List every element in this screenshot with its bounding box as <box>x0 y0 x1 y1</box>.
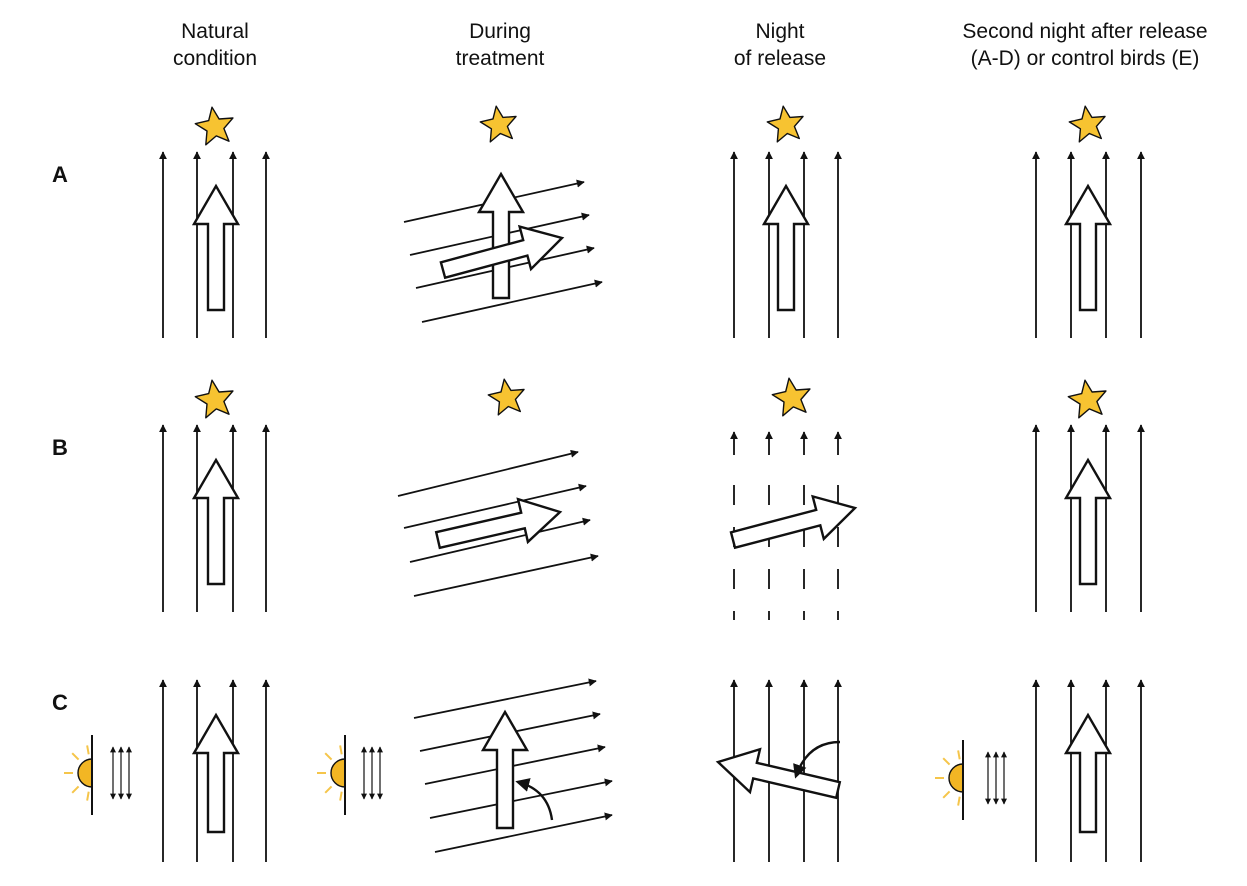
sun-icon-ray <box>86 745 90 755</box>
sun-icon-ray <box>957 750 961 760</box>
magnetic-field-line <box>424 744 606 785</box>
magnetic-field-line <box>397 449 579 497</box>
column-header-line2: condition <box>172 47 258 70</box>
magnetic-field-line <box>403 483 587 529</box>
orientation-arrow <box>191 457 241 586</box>
sun-icon <box>330 758 346 788</box>
magnetic-field-line <box>413 678 597 719</box>
star-icon <box>1068 105 1106 143</box>
orientation-arrow <box>1063 183 1113 312</box>
sun-icon-ray <box>71 752 80 761</box>
column-header-second-night: Second night after release (A-D) or cont… <box>935 18 1235 72</box>
sun-icon-ray <box>71 785 80 794</box>
orientation-arrow <box>761 183 811 312</box>
column-header-line2: (A-D) or control birds (E) <box>970 47 1200 70</box>
magnetic-field-line <box>413 553 599 597</box>
orientation-arrow <box>480 709 530 830</box>
sun-icon-ray <box>339 791 343 801</box>
star-icon <box>479 105 517 143</box>
row-label-c: C <box>52 690 68 715</box>
column-header-natural-condition: Natural condition <box>120 18 310 72</box>
column-header-line1: During <box>469 20 531 43</box>
star-icon <box>487 378 525 416</box>
orientation-arrow <box>191 712 241 834</box>
rotation-arrow <box>515 778 554 821</box>
shifted-orientation-arrow <box>439 224 565 280</box>
star-icon <box>771 377 811 417</box>
sun-icon-ray <box>942 790 951 799</box>
reversed-orientation-arrow <box>715 747 842 800</box>
sun-icon-ray <box>942 757 951 766</box>
orientation-arrow <box>191 183 241 312</box>
column-header-line2: treatment <box>455 47 545 70</box>
orientation-arrow <box>1063 712 1113 834</box>
column-header-line1: Second night after release <box>962 20 1208 43</box>
magnetic-field-line <box>421 279 603 323</box>
sun-icon-ray <box>339 745 343 755</box>
orientation-arrow <box>1063 457 1113 586</box>
column-header-line2: of release <box>733 47 827 70</box>
magnetic-field-line <box>429 778 613 819</box>
orientation-arrow <box>729 494 858 550</box>
star-icon <box>1067 379 1107 419</box>
sun-icon-ray <box>324 752 333 761</box>
star-icon <box>194 379 234 419</box>
magnetic-field-line <box>434 812 613 853</box>
orientation-arrow <box>476 171 526 300</box>
row-label-a: A <box>52 162 68 187</box>
row-label-b: B <box>52 435 68 460</box>
column-header-during-treatment: During treatment <box>400 18 600 72</box>
star-icon <box>766 105 804 143</box>
sun-icon-ray <box>86 791 90 801</box>
sun-icon-ray <box>324 785 333 794</box>
column-header-line1: Natural <box>181 20 249 43</box>
column-header-night-of-release: Night of release <box>690 18 870 72</box>
magnetic-field-line <box>409 517 591 563</box>
shifted-orientation-arrow <box>434 497 563 550</box>
column-header-line1: Night <box>755 20 805 43</box>
sun-icon <box>77 758 93 788</box>
star-icon <box>194 106 234 146</box>
rotation-arrow <box>793 740 841 779</box>
sun-icon-ray <box>957 796 961 806</box>
sun-icon <box>948 763 964 793</box>
